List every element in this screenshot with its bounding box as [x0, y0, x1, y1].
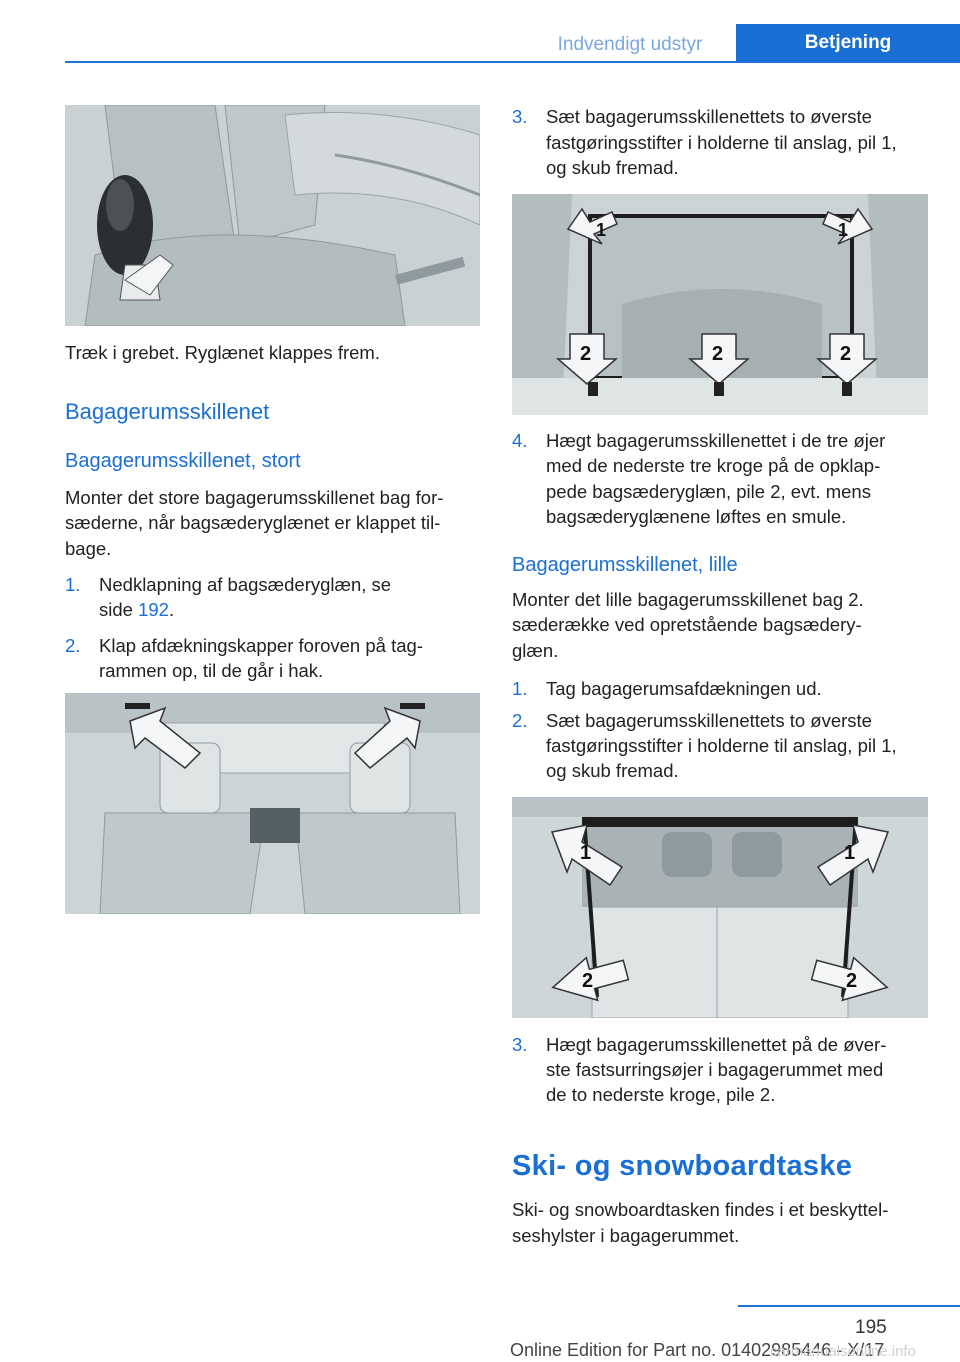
arrow-label-2: 2	[712, 343, 723, 365]
arrow-label-2: 2	[846, 970, 857, 992]
page-number: 195	[855, 1317, 887, 1338]
figure-seat-lever	[65, 105, 480, 326]
header-section-title: Indvendigt udstyr	[557, 34, 703, 55]
footer-edition: Online Edition for Part no. 01402985446 …	[510, 1340, 885, 1360]
step-number: 1.	[65, 574, 81, 595]
intro-line-2: sæderne, når bagsæderyglænet er klappet …	[65, 512, 441, 533]
step-number: 4.	[512, 430, 528, 451]
arrow-label-1: 1	[596, 220, 606, 240]
header-tab-betjening[interactable]: Betjening	[736, 24, 960, 62]
small-intro-line-2: sæderække ved opretstående bagsædery-	[512, 614, 862, 635]
step-3-line-2: fastgøringsstifter i holderne til anslag…	[546, 132, 897, 153]
step-4-line-2: med de nederste tre kroge på de opklap-	[546, 455, 881, 476]
ski-line-1: Ski- og snowboardtasken findes i et besk…	[512, 1199, 889, 1220]
arrow-label-2: 2	[840, 343, 851, 365]
section-heading-ski-bag: Ski- og snowboardtaske	[512, 1150, 853, 1182]
small-intro-line-1: Monter det lille bagagerumsskillenet bag…	[512, 589, 864, 610]
step-number: 1.	[512, 678, 528, 699]
small-intro-line-3: glæn.	[512, 640, 559, 661]
figure-caption-seat: Træk i grebet. Ryglænet klappes frem.	[65, 342, 380, 363]
figure-small-net: 1 1 2 2	[512, 797, 928, 1018]
step-1-suffix: .	[168, 599, 175, 620]
step-number: 3.	[512, 1034, 528, 1055]
step-2-line-1: Klap afdækningskapper foroven på tag-	[99, 635, 423, 656]
step-1-line-2: side 192.	[99, 597, 174, 623]
figure-roof-caps	[65, 693, 480, 914]
arrow-label-2: 2	[582, 970, 593, 992]
step-number: 2.	[65, 635, 81, 656]
arrow-label-1: 1	[844, 842, 855, 864]
step-3-line-3: og skub fremad.	[546, 157, 679, 178]
subheading-stort: Bagagerumsskillenet, stort	[65, 450, 301, 472]
small-step-3-line-3: de to nederste kroge, pile 2.	[546, 1084, 776, 1105]
step-2-line-2: rammen op, til de går i hak.	[99, 660, 324, 681]
arrow-label-2: 2	[580, 343, 591, 365]
step-1-prefix: side	[99, 599, 139, 620]
step-4-line-4: bagsæderyglænene løftes en smule.	[546, 506, 847, 527]
page-link-192[interactable]: 192	[138, 599, 169, 620]
arrow-label-1: 1	[580, 842, 591, 864]
watermark: carmanualsonline.info	[770, 1343, 916, 1360]
ski-line-2: seshylster i bagagerummet.	[512, 1225, 740, 1246]
small-step-2-line-3: og skub fremad.	[546, 760, 679, 781]
small-step-2-line-1: Sæt bagagerumsskillenettets to øverste	[546, 710, 872, 731]
section-heading-bagagerumsskillenet: Bagagerumsskillenet	[65, 399, 270, 424]
step-4-line-1: Hægt bagagerumsskillenettet i de tre øje…	[546, 430, 886, 451]
step-number: 2.	[512, 710, 528, 731]
small-step-3-line-1: Hægt bagagerumsskillenettet på de øver-	[546, 1034, 887, 1055]
intro-line-1: Monter det store bagagerumsskillenet bag…	[65, 487, 444, 508]
subheading-lille: Bagagerumsskillenet, lille	[512, 554, 738, 576]
small-step-1-line-1: Tag bagagerumsafdækningen ud.	[546, 678, 822, 699]
arrow-label-1: 1	[838, 220, 848, 240]
step-4-line-3: pede bagsæderyglæn, pile 2, evt. mens	[546, 481, 871, 502]
step-number: 3.	[512, 106, 528, 127]
small-step-2-line-2: fastgøringsstifter i holderne til anslag…	[546, 735, 897, 756]
step-1-line-1: Nedklapning af bagsæderyglæn, se	[99, 574, 392, 595]
intro-line-3: bage.	[65, 538, 112, 559]
footer-rule	[738, 1305, 960, 1307]
figure-large-net: 1 1 2 2 2	[512, 194, 928, 415]
step-3-line-1: Sæt bagagerumsskillenettets to øverste	[546, 106, 872, 127]
small-step-3-line-2: ste fastsurringsøjer i bagagerummet med	[546, 1059, 884, 1080]
header-rule	[65, 61, 960, 63]
